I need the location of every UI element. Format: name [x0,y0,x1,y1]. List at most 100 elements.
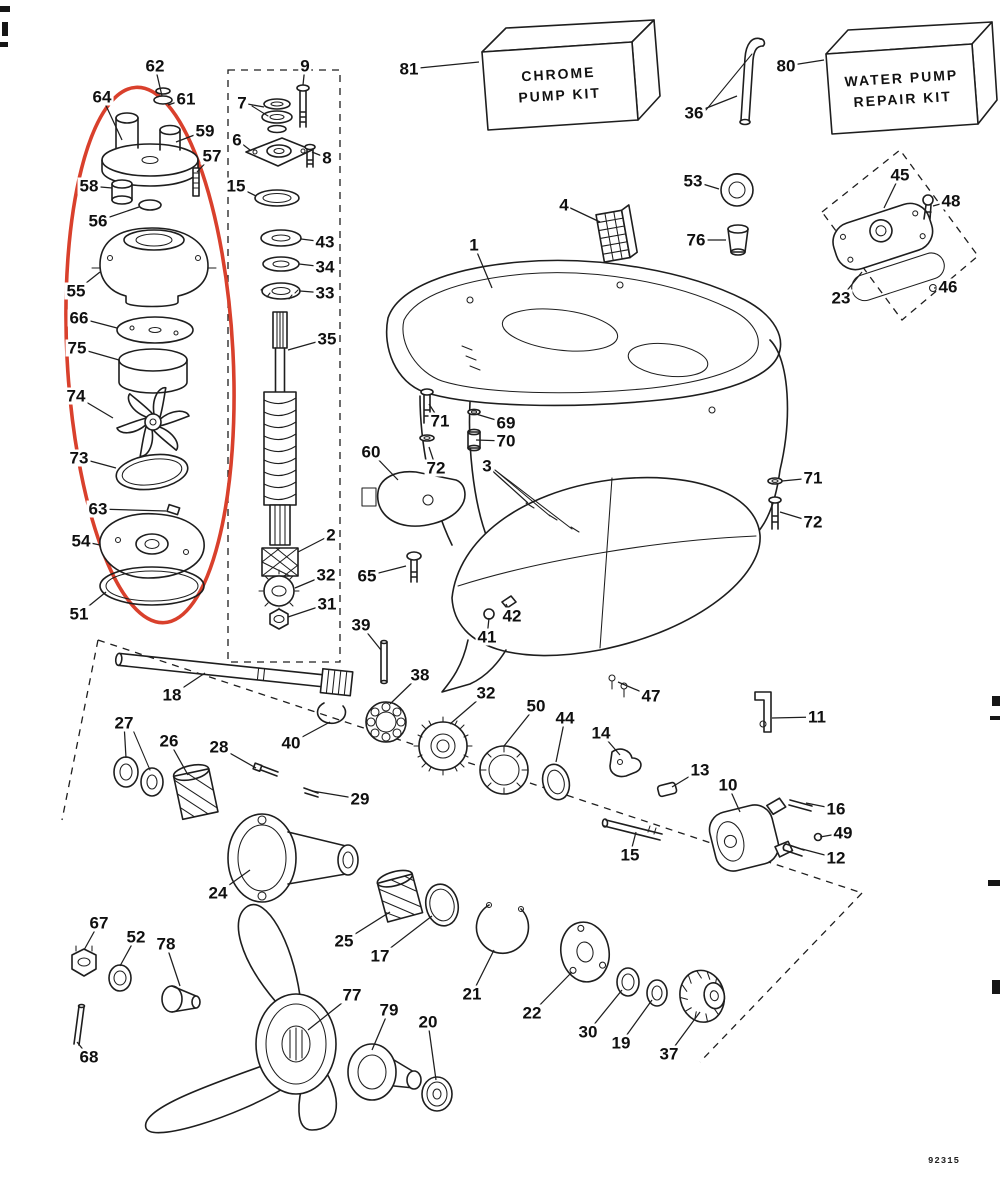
callout-49: 49 [831,823,855,843]
callout-1: 1 [467,235,481,255]
shift-cam-drawing [609,748,642,778]
callout-77: 77 [340,985,364,1005]
callout-68: 68 [77,1047,101,1067]
seal-set-drawing [113,729,164,797]
callout-25: 25 [332,931,356,951]
callout-27: 27 [112,713,136,733]
callout-32: 32 [314,565,338,585]
callout-15: 15 [224,176,248,196]
clutch-ring-drawing [479,745,529,795]
scan-artifact [988,880,1000,886]
callout-17: 17 [368,946,392,966]
cotter-pin-drawing [73,1003,86,1046]
pump-gasket-drawing [99,566,205,606]
water-kit-line2: REPAIR KIT [853,87,953,110]
pinion-gear-drawing [258,569,300,613]
callout-62: 62 [143,56,167,76]
callout-43: 43 [313,232,337,252]
chrome-pump-kit-box [481,19,661,131]
callout-76: 76 [684,230,708,250]
impeller-key-drawing [166,503,181,516]
callout-73: 73 [67,448,91,468]
callout-48: 48 [939,191,963,211]
doc-number: 92315 [928,1156,961,1166]
callout-41: 41 [475,627,499,647]
retainer-plate-drawing [559,921,611,983]
callout-72: 72 [424,458,448,478]
callout-7: 7 [235,93,249,113]
callout-26: 26 [157,731,181,751]
callout-15: 15 [618,845,642,865]
callout-57: 57 [200,146,224,166]
scan-artifact [992,696,1000,706]
callout-80: 80 [774,56,798,76]
callout-60: 60 [359,442,383,462]
dashed-group-lines [61,69,979,1063]
scan-artifact [992,980,1000,994]
water-tube-drawing [739,37,766,126]
pump-screw-drawing [922,194,934,220]
callout-12: 12 [824,848,848,868]
callout-36: 36 [682,103,706,123]
water-pump-repair-kit-box [825,21,998,135]
pump-housing-drawing [91,227,217,308]
o-ring-drawing [115,453,189,491]
chrome-kit-line1: CHROME [520,63,596,84]
callout-56: 56 [86,211,110,231]
callout-47: 47 [639,686,663,706]
callout-59: 59 [193,121,217,141]
callout-66: 66 [67,308,91,328]
spring-clip-drawing [782,843,805,857]
callout-18: 18 [160,685,184,705]
chrome-kit-line2: PUMP KIT [517,83,602,105]
callout-67: 67 [87,913,111,933]
callout-78: 78 [154,934,178,954]
right-screw-set-drawing [767,477,783,530]
scan-artifact [990,716,1000,720]
callout-28: 28 [207,737,231,757]
prop-spacer-drawing [421,1076,453,1112]
callout-9: 9 [298,56,312,76]
highlight-ellipse [64,85,236,625]
callout-71: 71 [801,468,825,488]
water-kit-line1: WATER PUMP [844,66,959,89]
prop-nut-drawing [71,945,97,977]
callout-64: 64 [90,87,114,107]
callout-19: 19 [609,1033,633,1053]
impeller-drawing [116,387,190,457]
chrome-pump-kit-label: CHROME PUMP KIT [480,41,638,126]
callout-10: 10 [716,775,740,795]
callout-79: 79 [377,1000,401,1020]
callout-72: 72 [801,512,825,532]
callout-45: 45 [888,165,912,185]
callout-54: 54 [69,531,93,551]
roller-bearing-drawing [365,701,407,743]
callout-71: 71 [428,411,452,431]
tube-guide-drawing [727,224,749,256]
callout-11: 11 [806,707,828,727]
tube-grommet-drawing [720,173,754,207]
callout-39: 39 [349,615,373,635]
callout-3: 3 [480,456,494,476]
scan-artifact [2,22,8,36]
water-pump-repair-kit-label: WATER PUMP REPAIR KIT [826,44,979,133]
callout-37: 37 [657,1044,681,1064]
callout-69: 69 [494,413,518,433]
callout-35: 35 [315,329,339,349]
callout-24: 24 [206,883,230,903]
grommet-drawing [138,199,162,211]
callout-53: 53 [681,171,705,191]
callout-38: 38 [408,665,432,685]
upper-mount-plate-drawing [361,470,466,527]
stud-drawing [192,167,200,197]
callout-21: 21 [460,984,484,1004]
callout-44: 44 [553,708,577,728]
callout-61: 61 [174,89,198,109]
callout-42: 42 [500,606,524,626]
propshaft-drawing [114,652,354,697]
callout-31: 31 [315,594,339,614]
callout-33: 33 [313,283,337,303]
